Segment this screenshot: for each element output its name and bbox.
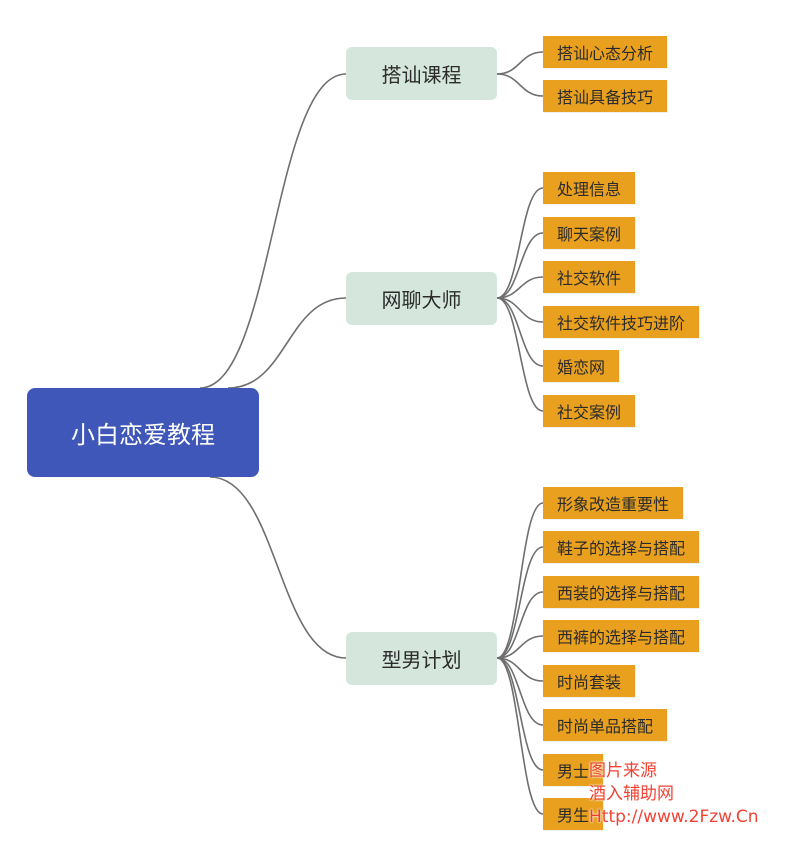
- leaf-label: 婚恋网: [557, 358, 606, 377]
- connector-curve: [496, 591, 544, 659]
- leaf-label: 社交软件技巧进阶: [557, 314, 686, 333]
- leaf-label: 男士: [557, 762, 590, 781]
- branch-label: 网聊大师: [381, 288, 462, 312]
- connector-curve: [496, 297, 544, 367]
- branch-node-online-chat-master[interactable]: 网聊大师: [346, 272, 497, 325]
- leaf-node[interactable]: 处理信息: [543, 172, 636, 204]
- connector-curve: [496, 187, 544, 299]
- connector-curve: [496, 657, 544, 815]
- connector-curve: [496, 297, 544, 412]
- leaf-node[interactable]: 社交案例: [543, 395, 636, 427]
- connector-curve: [496, 73, 544, 97]
- branch-label: 型男计划: [381, 648, 462, 672]
- leaf-label: 时尚套装: [557, 673, 622, 692]
- source-watermark: 图片来源 酒入辅助网 Http://www.2Fzw.Cn: [589, 760, 789, 829]
- leaf-node[interactable]: 时尚套装: [543, 665, 636, 697]
- leaf-node[interactable]: 鞋子的选择与搭配: [543, 531, 700, 563]
- leaf-node[interactable]: 搭讪心态分析: [543, 36, 668, 68]
- branch-node-stylish-man-plan[interactable]: 型男计划: [346, 632, 497, 685]
- leaf-node[interactable]: 搭讪具备技巧: [543, 80, 668, 112]
- leaf-node[interactable]: 西裤的选择与搭配: [543, 620, 700, 652]
- leaf-label: 社交案例: [557, 403, 622, 422]
- watermark-line: 酒入辅助网: [589, 784, 674, 804]
- root-label: 小白恋爱教程: [71, 421, 215, 449]
- connector-curve: [496, 546, 544, 659]
- connector-curve: [496, 657, 544, 726]
- branch-node-pickup-course[interactable]: 搭讪课程: [346, 47, 497, 100]
- leaf-node[interactable]: 西装的选择与搭配: [543, 576, 700, 608]
- connector-curve: [496, 276, 544, 299]
- connector-curve: [496, 51, 544, 75]
- connector-curve: [496, 232, 544, 299]
- leaf-label: 处理信息: [557, 180, 622, 199]
- connector-curve: [199, 73, 347, 389]
- leaf-node[interactable]: 男士: [543, 754, 604, 786]
- watermark-line: Http://www.2Fzw.Cn: [589, 807, 759, 827]
- connector-curve: [227, 297, 347, 389]
- leaf-label: 时尚单品搭配: [557, 717, 654, 736]
- leaf-node[interactable]: 婚恋网: [543, 350, 620, 382]
- leaf-label: 西裤的选择与搭配: [557, 628, 686, 647]
- leaf-node[interactable]: 时尚单品搭配: [543, 709, 668, 741]
- connector-curve: [209, 476, 347, 659]
- watermark-line: 图片来源: [589, 761, 657, 781]
- leaf-label: 聊天案例: [557, 225, 622, 244]
- connector-curve: [496, 635, 544, 659]
- leaf-label: 西装的选择与搭配: [557, 584, 686, 603]
- leaf-node[interactable]: 男生: [543, 798, 604, 830]
- leaf-label: 鞋子的选择与搭配: [557, 539, 686, 558]
- connector-curve: [496, 297, 544, 323]
- root-node[interactable]: 小白恋爱教程: [27, 388, 259, 477]
- branch-label: 搭讪课程: [381, 63, 462, 87]
- leaf-node[interactable]: 形象改造重要性: [543, 487, 684, 519]
- leaf-node[interactable]: 社交软件: [543, 261, 636, 293]
- leaf-label: 搭讪心态分析: [557, 44, 654, 63]
- connector-curve: [496, 657, 544, 771]
- leaf-node[interactable]: 聊天案例: [543, 217, 636, 249]
- connector-curve: [496, 502, 544, 659]
- connector-curve: [496, 657, 544, 682]
- leaf-label: 搭讪具备技巧: [557, 88, 654, 107]
- leaf-label: 男生: [557, 806, 590, 825]
- leaf-label: 形象改造重要性: [557, 495, 670, 514]
- leaf-node[interactable]: 社交软件技巧进阶: [543, 306, 700, 338]
- leaf-label: 社交软件: [557, 269, 622, 288]
